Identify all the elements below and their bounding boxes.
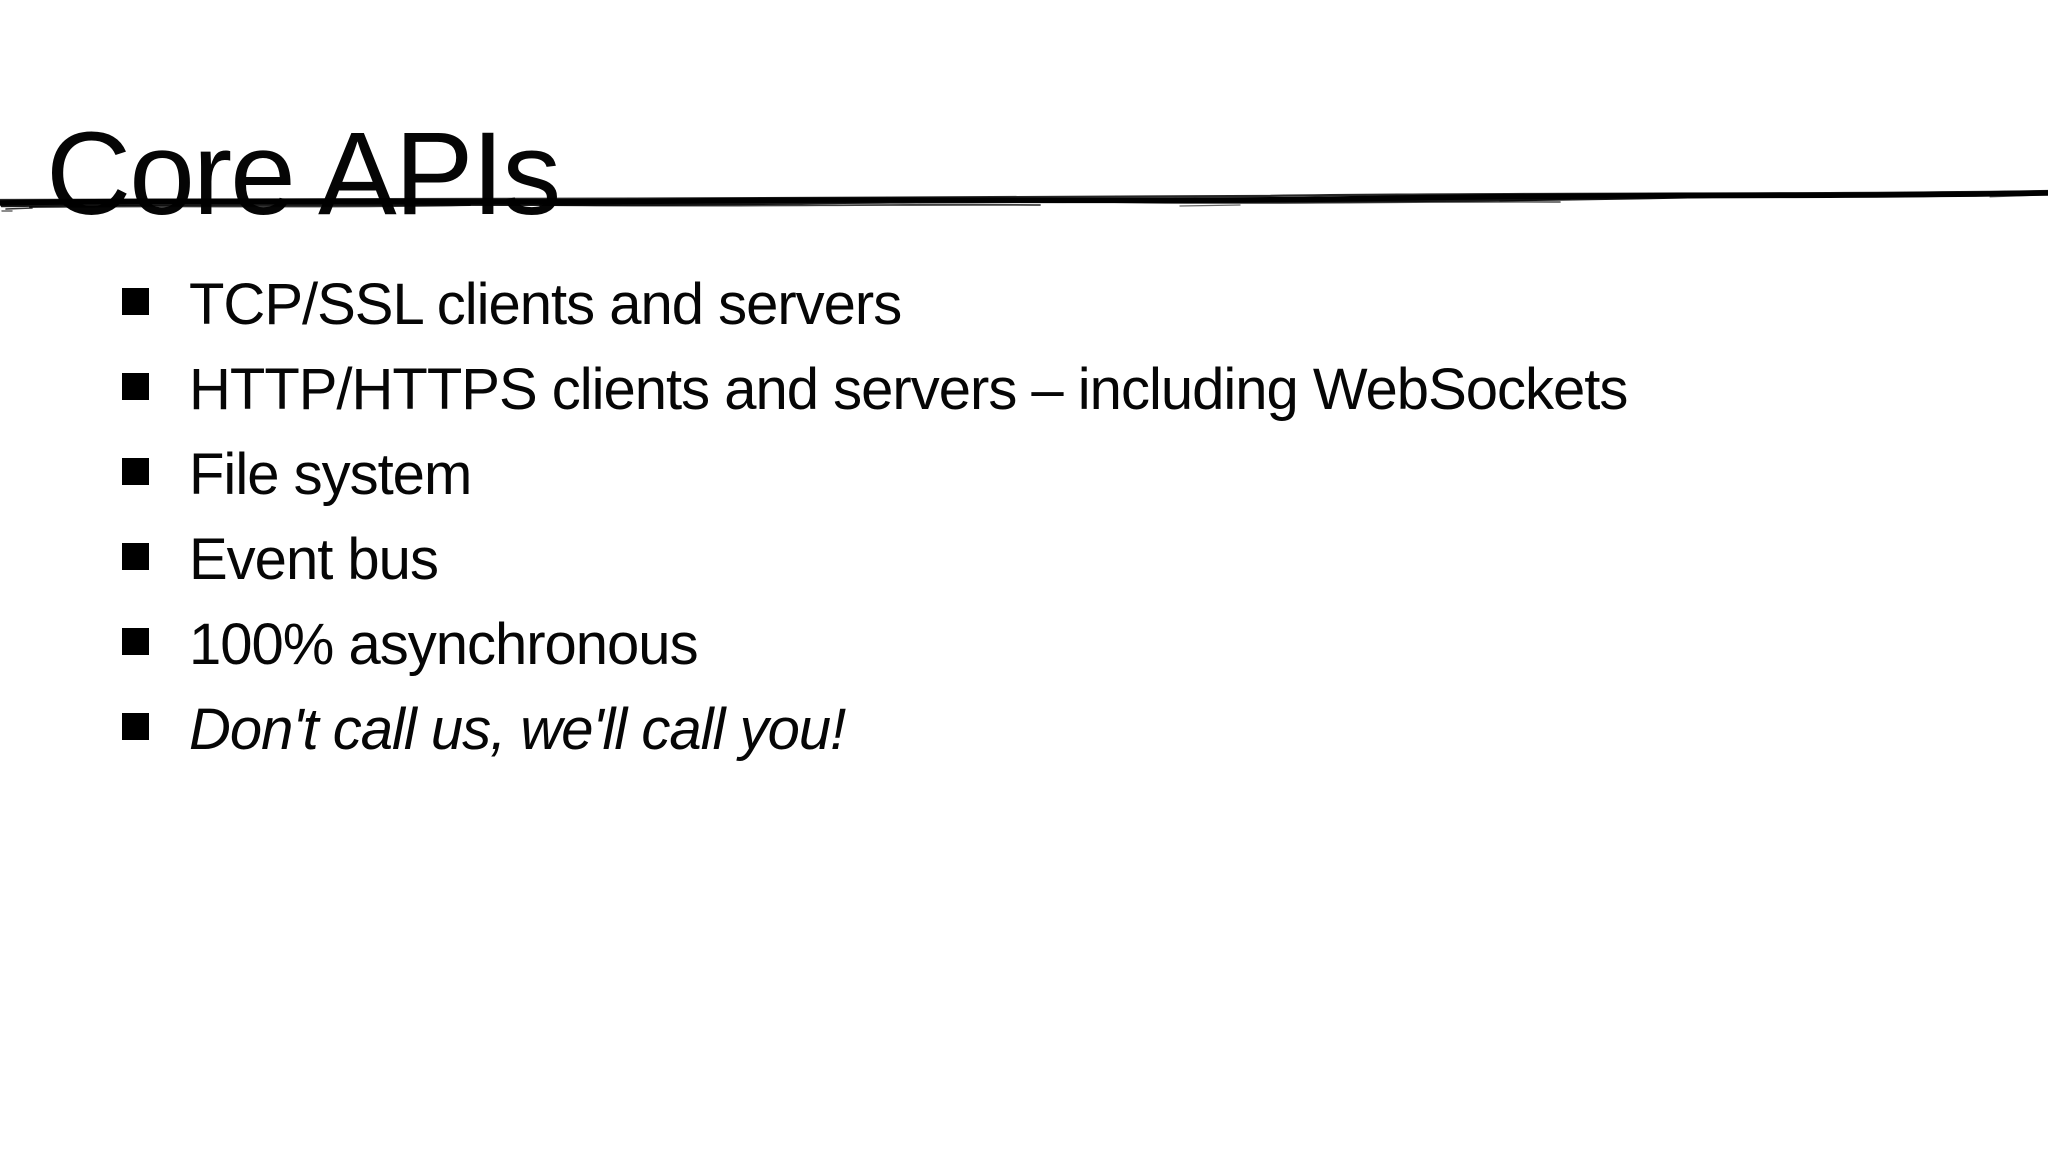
bullet-square-icon <box>122 458 149 485</box>
bullet-text: TCP/SSL clients and servers <box>189 272 902 337</box>
bullet-square-icon <box>122 628 149 655</box>
bullet-square-icon <box>122 713 149 740</box>
bullet-list: TCP/SSL clients and servers HTTP/HTTPS c… <box>122 262 1628 772</box>
list-item: Don't call us, we'll call you! <box>122 687 1627 772</box>
bullet-text: File system <box>189 442 472 507</box>
slide-title: Core APIs <box>46 108 561 241</box>
bullet-text: Don't call us, we'll call you! <box>189 697 846 762</box>
list-item: File system <box>122 432 1627 517</box>
hand-drawn-line-icon <box>0 189 2048 212</box>
bullet-square-icon <box>122 543 149 570</box>
bullet-text: Event bus <box>189 527 439 592</box>
list-item: HTTP/HTTPS clients and servers – includi… <box>122 347 1628 432</box>
bullet-text: 100% asynchronous <box>189 612 699 677</box>
bullet-square-icon <box>122 373 149 400</box>
bullet-text: HTTP/HTTPS clients and servers – includi… <box>189 357 1628 422</box>
bullet-square-icon <box>122 288 149 315</box>
list-item: Event bus <box>122 517 1627 602</box>
list-item: 100% asynchronous <box>122 602 1627 687</box>
hand-drawn-divider-line <box>0 184 2048 214</box>
list-item: TCP/SSL clients and servers <box>122 262 1627 347</box>
